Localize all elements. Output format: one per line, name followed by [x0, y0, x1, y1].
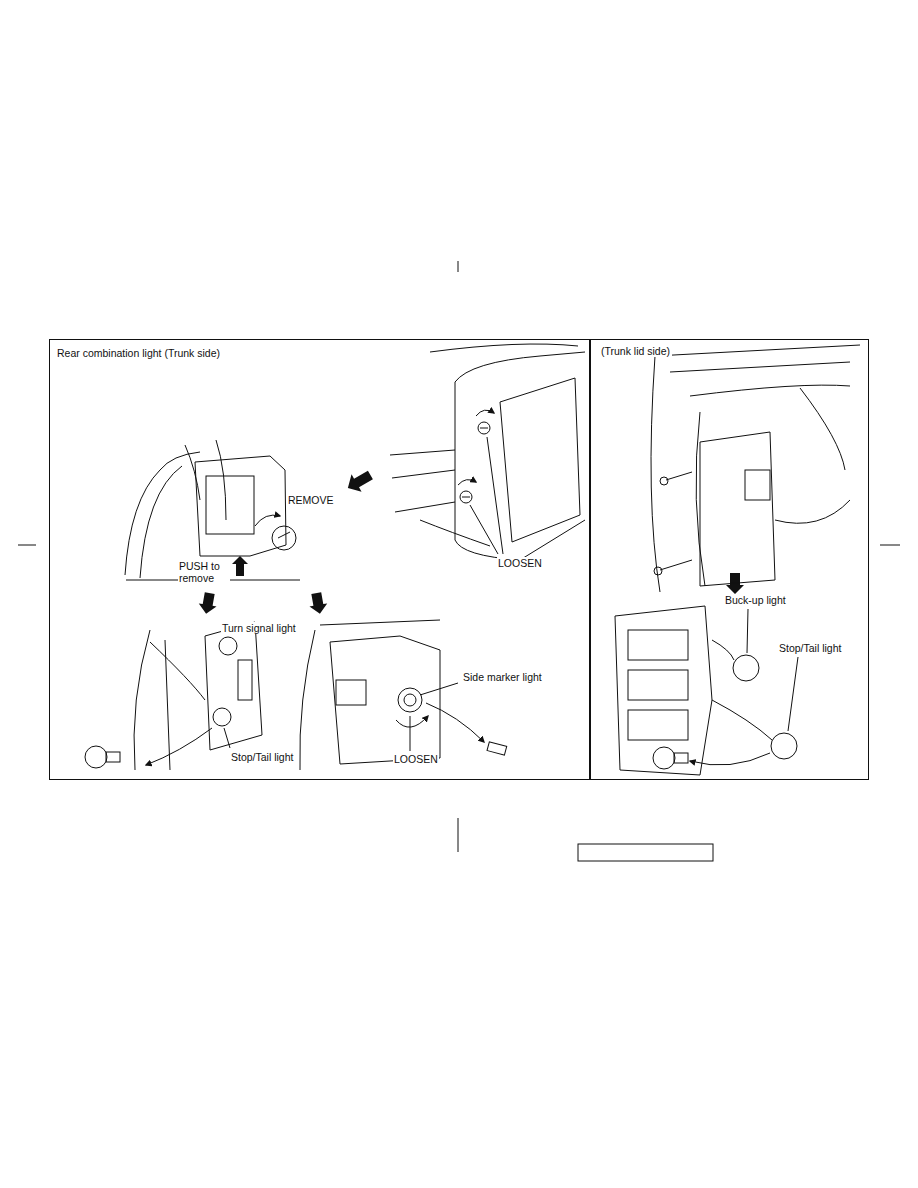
panel-heading: Rear combination light (Trunk side): [55, 347, 222, 359]
car-body-view: [390, 344, 585, 560]
part-label: PUSH to remove: [178, 560, 230, 584]
part-label: Stop/Tail light: [778, 642, 842, 654]
backup-light-view: [615, 606, 798, 775]
part-label: LOOSEN: [497, 557, 543, 569]
housing-view: [125, 440, 300, 580]
panel-frame: (Trunk lid side): [590, 339, 869, 780]
part-label: Stop/Tail light: [230, 751, 294, 763]
block-arrows: [197, 466, 744, 615]
part-label: Side marker light: [462, 671, 543, 683]
part-label: Buck-up light: [724, 594, 787, 606]
side-marker-view: [300, 620, 507, 770]
part-label: LOOSEN: [393, 753, 439, 765]
part-label: REMOVE: [287, 494, 335, 506]
turn-signal-view: [85, 622, 262, 770]
page-marks: [18, 261, 900, 861]
panel-heading: (Trunk lid side): [599, 345, 672, 357]
trunk-lid-view: [651, 345, 860, 592]
part-label: Turn signal light: [221, 622, 297, 634]
